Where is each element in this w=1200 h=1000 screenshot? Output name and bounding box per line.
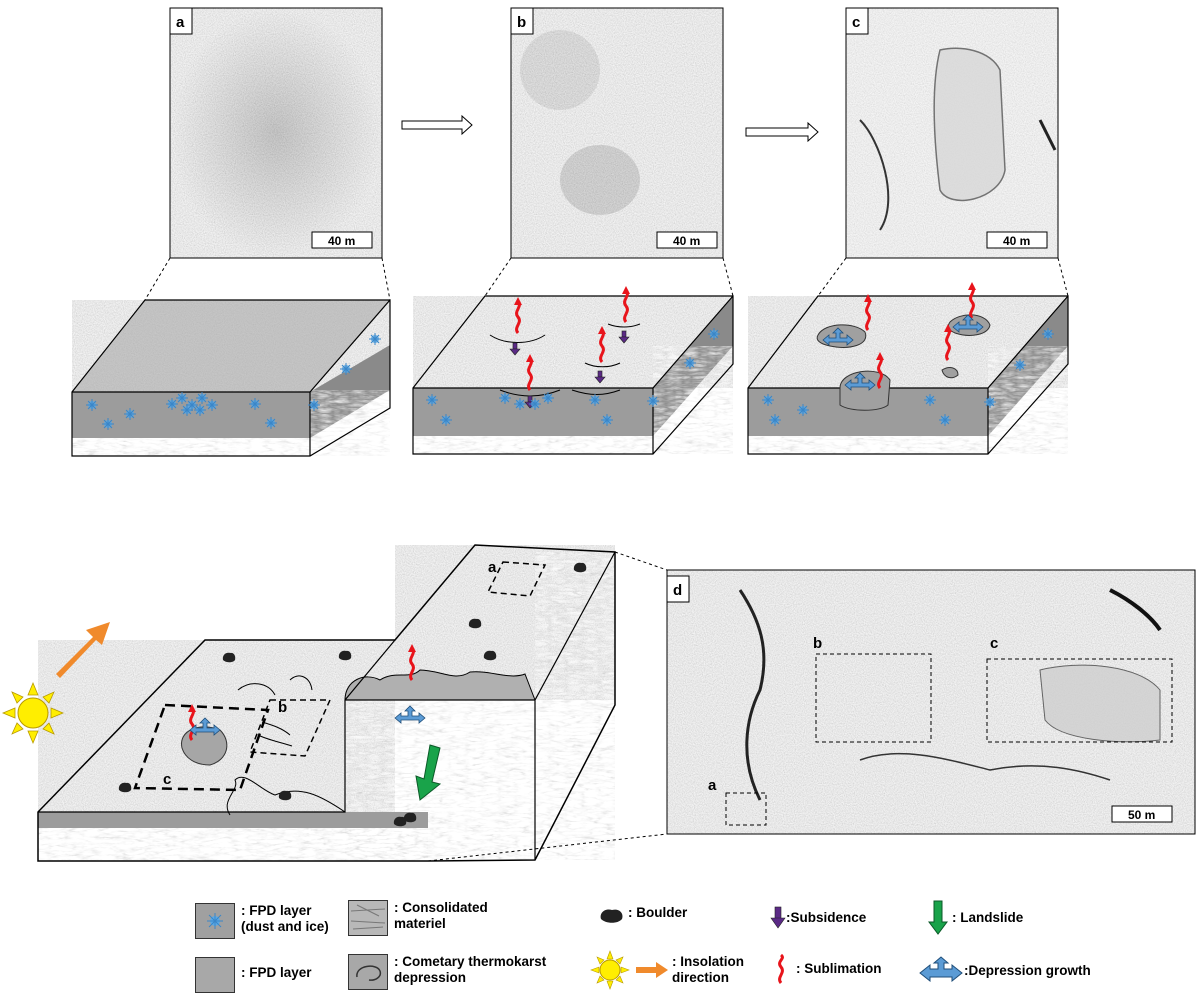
legend-sublimation: : Sublimation (772, 953, 882, 985)
legend-depression-line2: depression (394, 970, 467, 985)
panel-d-box-a: a (708, 777, 717, 794)
legend-boulder-line1: : Boulder (628, 905, 688, 920)
block-label-b: b (278, 699, 287, 716)
legend-growth-line1: :Depression growth (964, 963, 1091, 978)
legend-fpd-dust-ice: : FPD layer(dust and ice) (195, 903, 329, 939)
ice-particle-icon (195, 903, 235, 939)
legend: : FPD layer(dust and ice) : FPD layer : … (0, 880, 1200, 1000)
arrow-a-to-b (401, 114, 473, 136)
legend-insolation-line2: direction (672, 970, 730, 985)
panel-d: d b c a 50 m (666, 569, 1196, 835)
panel-c-scale: 40 m (1003, 234, 1030, 248)
legend-fpd-layer: : FPD layer (195, 957, 312, 993)
legend-landslide: : Landslide (928, 900, 1023, 936)
arrow-b-to-c (745, 121, 819, 143)
block-label-a: a (488, 559, 497, 576)
block-c (747, 280, 1069, 455)
panel-b-scale: 40 m (673, 234, 700, 248)
depression-icon (348, 954, 388, 990)
insolation-legend-icon (590, 950, 668, 990)
legend-insolation-line1: : Insolation (672, 954, 744, 969)
panel-d-scale: 50 m (1128, 808, 1155, 822)
panel-a-letter: a (176, 14, 185, 31)
projection-lines (144, 257, 1069, 301)
block-label-c: c (163, 771, 171, 788)
panel-d-letter: d (673, 582, 682, 599)
legend-sublimation-line1: : Sublimation (796, 961, 882, 976)
legend-depression-line1: : Cometary thermokarst (394, 954, 547, 969)
legend-landslide-line1: : Landslide (952, 910, 1024, 925)
panel-d-box-c: c (990, 635, 998, 652)
legend-fpd-dust-ice-line1: : FPD layer (241, 903, 312, 918)
legend-consolidated-line1: : Consolidated (394, 900, 488, 915)
legend-boulder: : Boulder (596, 905, 687, 927)
legend-growth: :Depression growth (918, 956, 1091, 982)
panel-c-letter: c (852, 14, 860, 31)
boulder-icon (600, 909, 623, 923)
panel-b-letter: b (517, 14, 526, 31)
landslide-icon (928, 900, 948, 935)
panel-b: b 40 m (510, 7, 724, 259)
block-a (71, 299, 391, 457)
legend-subsidence: :Subsidence (770, 906, 866, 930)
panel-c: c 40 m (845, 7, 1059, 259)
sun-icon (1, 681, 65, 745)
consolidated-texture-icon (348, 900, 388, 936)
block-b (412, 284, 734, 455)
legend-fpd-dust-ice-line2: (dust and ice) (241, 919, 329, 934)
legend-fpd-layer-line1: : FPD layer (241, 965, 312, 980)
bottom-block: a b c (37, 544, 616, 862)
fpd-texture-icon (195, 957, 235, 993)
panel-a: a 40 m (169, 7, 383, 259)
landslide-arrow-icon (415, 744, 442, 801)
panel-a-scale: 40 m (328, 234, 355, 248)
legend-consolidated-line2: materiel (394, 916, 446, 931)
legend-subsidence-line1: :Subsidence (786, 910, 867, 925)
subsidence-icon (770, 906, 786, 929)
insolation-arrow-icon (56, 622, 110, 678)
sublimation-icon (778, 953, 784, 984)
panel-d-box-b: b (813, 635, 822, 652)
depression-growth-icon (919, 956, 963, 982)
